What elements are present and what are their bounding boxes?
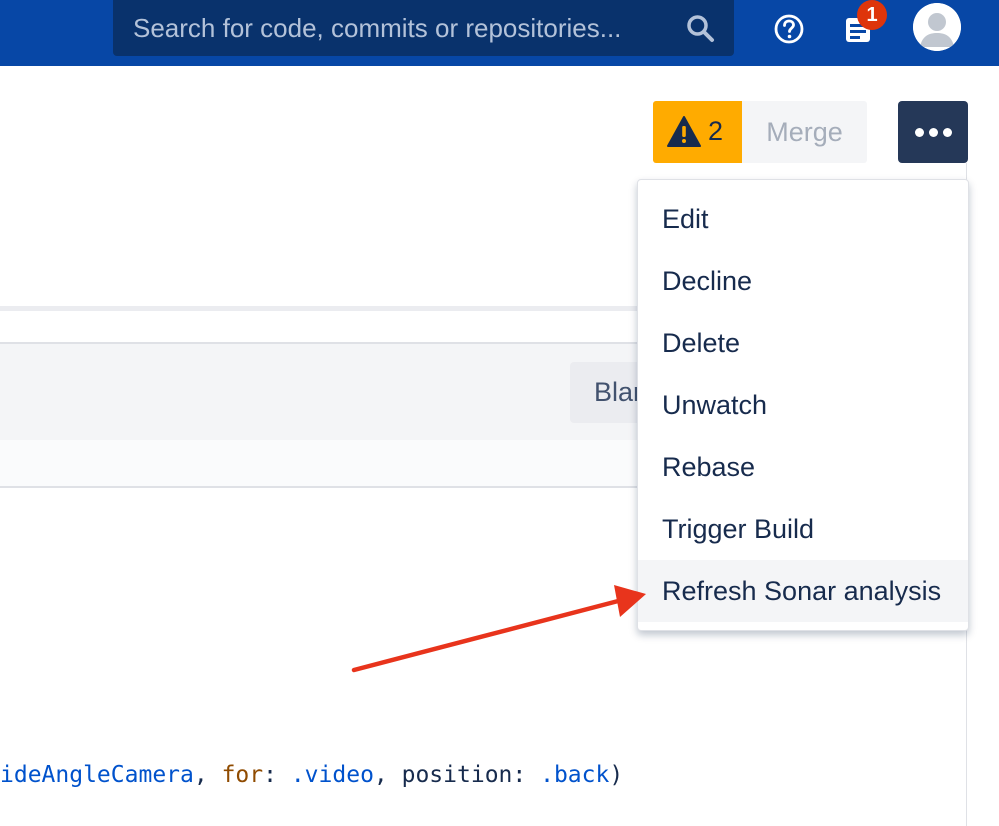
warnings-button[interactable]: 2 (653, 101, 742, 163)
code-token: , position: (373, 762, 541, 788)
code-token: , (193, 762, 222, 788)
more-icon (915, 128, 924, 137)
notification-badge: 1 (857, 0, 887, 30)
code-token: ideAngleCamera (0, 762, 194, 788)
merge-button[interactable]: Merge (742, 101, 867, 163)
search-icon[interactable] (685, 13, 715, 43)
menu-item-rebase[interactable]: Rebase (662, 452, 756, 482)
more-actions-button[interactable] (898, 101, 968, 163)
warning-icon (667, 116, 701, 147)
top-navigation-bar: Search for code, commits or repositories… (0, 0, 999, 66)
help-icon[interactable] (773, 13, 805, 45)
file-panel-subheader (0, 440, 640, 488)
code-line: ideAngleCamera, for: .video, position: .… (0, 762, 623, 788)
user-icon (913, 3, 961, 51)
divider (0, 306, 640, 311)
code-token: .video (290, 762, 374, 788)
file-panel-header: Blame (0, 342, 690, 442)
menu-item-refresh-sonar-analysis[interactable]: Refresh Sonar analysis (638, 560, 968, 622)
menu-item-delete[interactable]: Delete (662, 328, 741, 358)
search-input[interactable]: Search for code, commits or repositories… (113, 0, 734, 56)
code-token: ) (609, 762, 624, 788)
code-token: for (221, 762, 264, 788)
more-icon-dot (943, 128, 952, 137)
menu-item-unwatch[interactable]: Unwatch (662, 390, 768, 420)
actions-dropdown-menu: Edit Decline Delete Unwatch Rebase Trigg… (637, 179, 969, 631)
more-icon-dot (929, 128, 938, 137)
menu-item-decline[interactable]: Decline (662, 266, 753, 296)
code-token: : (263, 762, 291, 788)
menu-item-trigger-build[interactable]: Trigger Build (662, 514, 815, 544)
avatar[interactable] (913, 3, 961, 51)
search-placeholder: Search for code, commits or repositories… (133, 13, 622, 43)
menu-item-edit[interactable]: Edit (662, 204, 709, 234)
code-token: .back (540, 762, 610, 788)
warning-count: 2 (708, 116, 724, 146)
